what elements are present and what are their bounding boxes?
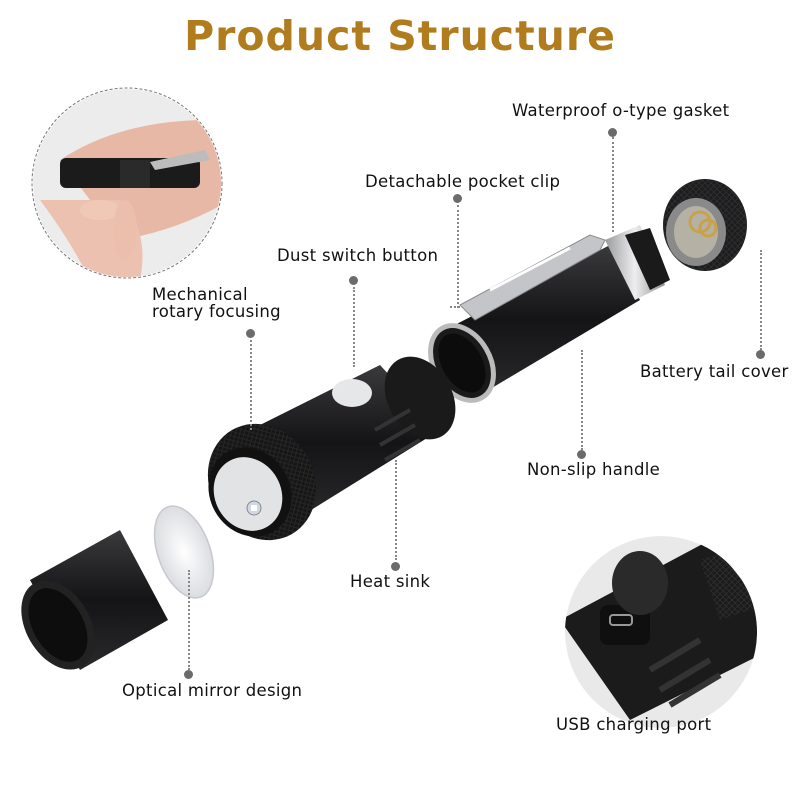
- label-rotary-focusing-2: rotary focusing: [152, 302, 281, 321]
- label-non-slip-handle: Non-slip handle: [527, 460, 661, 479]
- usb-inset: [565, 536, 757, 728]
- leader-optical: [188, 570, 190, 670]
- leader-heatsink: [395, 460, 397, 560]
- leader-switch: [353, 287, 355, 367]
- leader-handle: [581, 350, 583, 450]
- label-optical-mirror: Optical mirror design: [122, 681, 303, 700]
- tail-cap: [663, 179, 747, 271]
- label-usb-port: USB charging port: [556, 715, 712, 734]
- label-rotary-focusing-1: Mechanical: [152, 285, 248, 304]
- label-pocket-clip: Detachable pocket clip: [365, 172, 561, 191]
- leader-tail: [760, 250, 762, 350]
- hand-holding-inset: [33, 89, 221, 277]
- optical-lens: [153, 505, 215, 599]
- dot-handle: [577, 450, 586, 459]
- label-battery-tail-cover: Battery tail cover: [640, 362, 789, 381]
- page-title: Product Structure: [184, 12, 616, 60]
- dot-optical: [184, 670, 193, 679]
- head-unit: [207, 356, 456, 541]
- bezel-ring: [21, 530, 168, 670]
- label-heat-sink: Heat sink: [350, 572, 431, 591]
- leader-clip-h: [450, 306, 460, 308]
- handle-tube: [428, 225, 670, 403]
- dot-heatsink: [391, 562, 400, 571]
- leader-clip: [457, 205, 459, 308]
- leader-gasket: [612, 137, 614, 232]
- dot-gasket: [608, 128, 617, 137]
- dot-tail: [756, 350, 765, 359]
- label-waterproof-gasket: Waterproof o-type gasket: [512, 101, 730, 120]
- label-dust-switch: Dust switch button: [277, 246, 439, 265]
- dot-switch: [349, 276, 358, 285]
- dot-focusing: [246, 329, 255, 338]
- leader-focusing: [250, 340, 252, 430]
- dot-clip: [453, 194, 462, 203]
